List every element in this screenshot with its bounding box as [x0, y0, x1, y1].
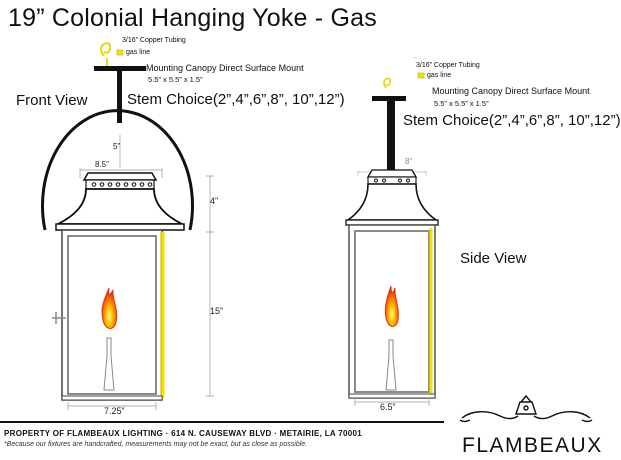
side-burner: [385, 339, 397, 391]
page-title: 19” Colonial Hanging Yoke - Gas: [8, 4, 377, 32]
side-hood: [345, 183, 439, 221]
side-lantern: [345, 77, 439, 406]
front-flame-icon: [101, 287, 118, 329]
side-flame-icon: [384, 285, 399, 327]
front-door-handle: [52, 312, 66, 324]
side-vent-holes: [374, 178, 410, 183]
side-gas-line-label: gas line: [427, 72, 452, 79]
front-copper-coil-icon: [100, 42, 112, 57]
front-gas-line-label: gas line: [126, 49, 151, 56]
footer-disclaimer: *Because our fixtures are handcrafted, m…: [4, 441, 308, 448]
side-copper-tubing-label: 3/16” Copper Tubing: [416, 62, 480, 69]
front-lantern: [41, 42, 214, 410]
side-view-label: Side View: [460, 250, 527, 267]
side-canopy-size: 5.5” x 5.5” x 1.5”: [434, 99, 489, 108]
front-dim-5: 5”: [113, 142, 121, 151]
brand-name: FLAMBEAUX: [462, 434, 603, 457]
front-canopy-label: Mounting Canopy Direct Surface Mount: [146, 63, 304, 73]
front-vent-holes: [91, 182, 153, 187]
footer-property: PROPERTY OF FLAMBEAUX LIGHTING · 614 N. …: [4, 429, 362, 438]
side-dots: ..: [413, 53, 417, 60]
front-hood: [57, 188, 183, 225]
side-canopy-label: Mounting Canopy Direct Surface Mount: [432, 86, 590, 96]
lantern-diagram: [0, 42, 593, 423]
front-stem: [117, 71, 122, 123]
side-gas-swatch-icon: [417, 72, 425, 79]
side-canopy-bar: [372, 96, 406, 101]
front-view-label: Front View: [16, 92, 88, 109]
side-copper-coil-icon: [383, 77, 391, 89]
front-top-cap: [82, 172, 158, 181]
front-canopy-bar: [94, 66, 146, 71]
flambeaux-logo-icon: [459, 394, 593, 423]
front-gas-swatch-icon: [116, 49, 124, 56]
front-dim-15: 15”: [210, 306, 224, 316]
front-stem-choice: Stem Choice(2”,4”,6”,8”, 10”,12”): [127, 91, 345, 108]
front-dim-7-25: 7.25”: [104, 406, 125, 416]
front-copper-tubing-label: 3/16” Copper Tubing: [122, 37, 186, 44]
side-dim-8: 8”: [405, 157, 413, 166]
side-stem-choice: Stem Choice(2”,4”,6”,8”, 10”,12”): [403, 112, 621, 129]
side-dim-6-5: 6.5”: [380, 402, 396, 412]
front-burner: [103, 337, 115, 391]
front-canopy-size: 5.5” x 5.5” x 1.5”: [148, 75, 203, 84]
side-top-cap: [366, 169, 418, 178]
front-dim-8-5: 8.5”: [95, 160, 109, 169]
front-yoke-arc: [41, 109, 194, 231]
front-dim-4: 4”: [210, 196, 219, 206]
side-stem: [387, 101, 395, 225]
